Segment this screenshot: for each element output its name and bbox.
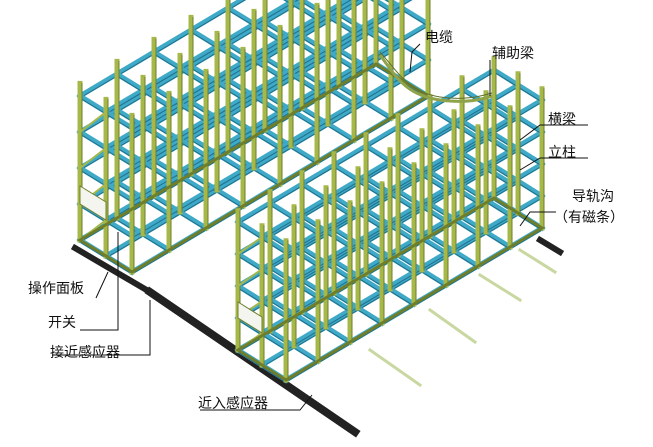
beam-y (369, 0, 395, 14)
operation-panel-leader (95, 271, 109, 299)
leader-lines (52, 43, 588, 411)
switch-label: 开关 (48, 315, 76, 331)
base-carriage (235, 196, 545, 382)
label-group: 电缆 辅助梁 横梁 立柱 导轨沟 （有磁条） 操作面板 开关 接近感应器 近入感… (28, 30, 624, 412)
rail-groove-3 (477, 272, 523, 303)
approach-sensor-label: 近入感应器 (198, 395, 268, 412)
rack-structures (76, 0, 546, 384)
proximity-sensor-leader (52, 300, 151, 356)
cable-drawing (378, 51, 493, 103)
aux-beam-label: 辅助梁 (492, 46, 534, 62)
rail-groove-label: 导轨沟 (572, 189, 614, 205)
cross-beam-label: 横梁 (548, 112, 576, 128)
end-panel (79, 185, 107, 221)
proximity-sensor-label: 接近感应器 (50, 344, 120, 361)
brace (78, 110, 108, 134)
brace (236, 267, 264, 288)
rack-front-right (234, 56, 546, 384)
approach-sensor-leader (200, 394, 313, 411)
cable-leader (409, 43, 421, 73)
column-leader (519, 157, 588, 171)
cross-beam-leader (519, 124, 588, 141)
rail-groove-2 (427, 307, 478, 345)
floor-rail-right (535, 235, 565, 257)
operation-panel-label: 操作面板 (28, 281, 84, 297)
floor-rail-left (70, 243, 155, 297)
rack-back-left (76, 0, 432, 276)
cable-label: 电缆 (425, 30, 453, 46)
end-panel (237, 301, 263, 334)
rail-groove-4 (517, 247, 558, 275)
brace (78, 146, 108, 170)
rail-groove-1 (367, 347, 423, 388)
column-label: 立柱 (548, 145, 576, 161)
brace (236, 235, 264, 256)
magnetic-strip-label: （有磁条） (554, 209, 624, 226)
switch-leader (80, 232, 119, 331)
rail-groove-leader (519, 211, 556, 227)
beam-y-shadow (370, 0, 392, 13)
